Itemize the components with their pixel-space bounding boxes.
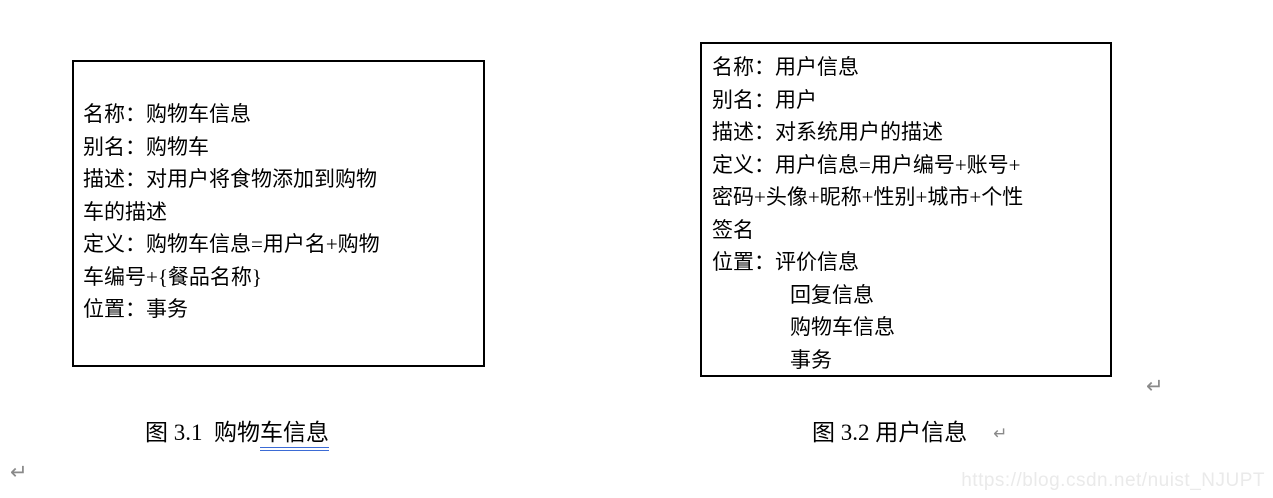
- dict-line: 购物车信息: [790, 315, 895, 339]
- dict-line: 名称：用户信息: [712, 55, 859, 79]
- dict-line: 描述：对系统用户的描述: [712, 120, 943, 144]
- dict-line: 密码+头像+昵称+性别+城市+个性: [712, 185, 1024, 209]
- paragraph-mark-icon: ↵: [1146, 374, 1164, 398]
- dict-line: 别名：用户: [712, 87, 817, 112]
- dict-line: 车编号+{餐品名称}: [83, 264, 263, 289]
- dict-line: 车的描述: [83, 199, 167, 224]
- dict-line: 定义：用户信息=用户编号+账号+: [712, 152, 1021, 177]
- dict-line: 位置：事务: [83, 297, 188, 321]
- data-dictionary-box-cart: 名称：购物车信息 别名：购物车 描述：对用户将食物添加到购物 车的描述 定义：购…: [72, 60, 485, 367]
- grammar-underlined-text: 车信息: [260, 420, 329, 451]
- dict-line: 事务: [790, 347, 832, 372]
- dict-line: 定义：购物车信息=用户名+购物: [83, 232, 380, 256]
- dict-line: 名称：购物车信息: [83, 102, 251, 126]
- caption-text: 图 3.2 用户信息: [812, 420, 968, 445]
- dict-line: 位置：评价信息: [712, 250, 859, 274]
- figure-caption-user: 图 3.2 用户信息 ↵: [812, 416, 1008, 451]
- paragraph-mark-icon: ↵: [10, 460, 28, 484]
- dict-line: 回复信息: [790, 282, 874, 307]
- figure-caption-cart: 图 3.1 购物车信息: [145, 416, 329, 451]
- caption-text: 图 3.1 购物: [145, 420, 260, 445]
- data-dictionary-box-user: 名称：用户信息 别名：用户 描述：对系统用户的描述 定义：用户信息=用户编号+账…: [700, 42, 1112, 377]
- csdn-watermark: https://blog.csdn.net/nuist_NJUPT: [961, 470, 1265, 491]
- paragraph-mark-icon: ↵: [993, 424, 1008, 444]
- dict-line: 别名：购物车: [83, 134, 209, 159]
- dict-line: 签名: [712, 217, 754, 242]
- dict-line: 描述：对用户将食物添加到购物: [83, 167, 377, 191]
